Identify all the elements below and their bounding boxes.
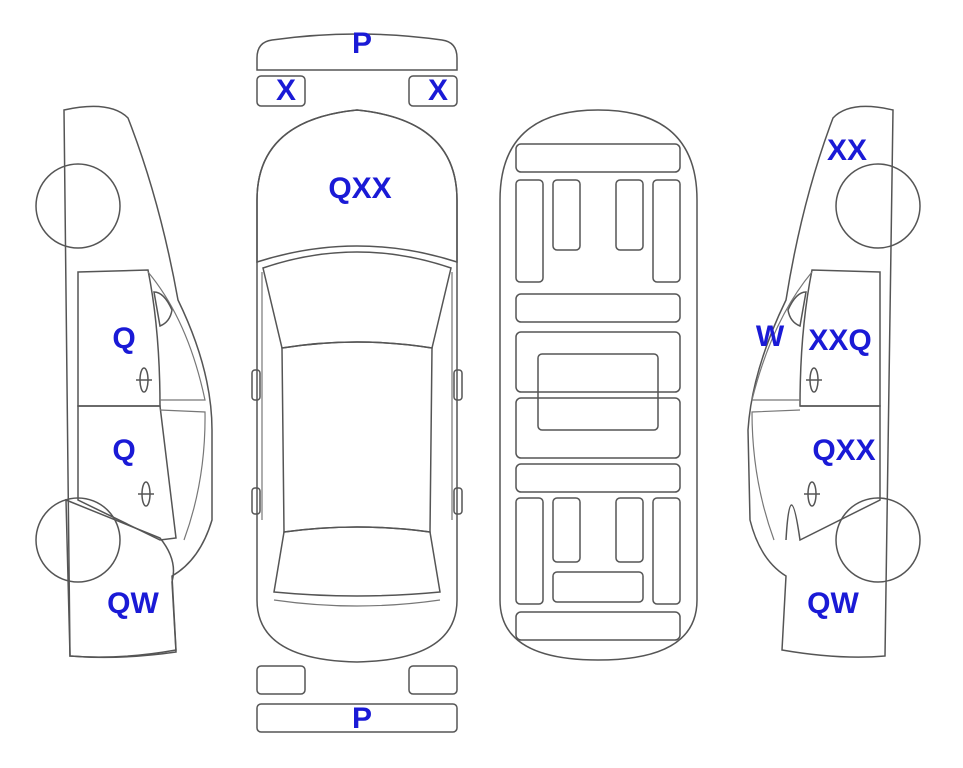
label-front-right-light: X [428, 74, 448, 107]
label-right-front-door: XXQ [808, 324, 871, 357]
hood-panel[interactable] [256, 109, 458, 264]
top-view-right-mirror [453, 369, 463, 401]
front-bumper-panel[interactable] [256, 33, 458, 71]
top-view-windshield [262, 251, 452, 349]
top-view-trunk [273, 599, 441, 607]
right-rear-wheel [835, 497, 921, 583]
label-right-front-fender: XX [827, 134, 867, 167]
top-view [251, 33, 463, 733]
rear-bumper-panel[interactable] [256, 703, 458, 733]
label-right-rear-door: QXX [812, 434, 875, 467]
label-rear-bumper: P [352, 702, 372, 735]
label-left-rear-quarter: QW [107, 587, 159, 620]
left-rear-wheel [35, 497, 121, 583]
top-view-left-mirror [251, 369, 261, 401]
left-side-view [35, 105, 213, 659]
right-side-view [747, 105, 921, 658]
label-hood: QXX [328, 172, 391, 205]
left-rear-door-panel[interactable] [77, 405, 177, 541]
front-left-light-panel[interactable] [256, 75, 306, 107]
label-left-rear-door: Q [112, 434, 135, 467]
right-side-body[interactable] [747, 105, 894, 658]
front-right-light-panel[interactable] [408, 75, 458, 107]
left-rear-quarter-panel[interactable] [65, 498, 177, 659]
right-front-wheel [835, 163, 921, 249]
underside-view [499, 109, 698, 661]
rear-left-light[interactable] [256, 665, 306, 695]
label-front-bumper: P [352, 27, 372, 60]
label-right-mirror: W [756, 320, 785, 353]
left-side-body [63, 105, 213, 658]
label-front-left-light: X [276, 74, 296, 107]
rear-right-light[interactable] [408, 665, 458, 695]
left-front-wheel [35, 163, 121, 249]
label-right-rear-quarter: QW [807, 587, 859, 620]
top-view-roof [281, 341, 433, 533]
top-view-rear-glass [273, 526, 441, 597]
label-left-front-door: Q [112, 322, 135, 355]
